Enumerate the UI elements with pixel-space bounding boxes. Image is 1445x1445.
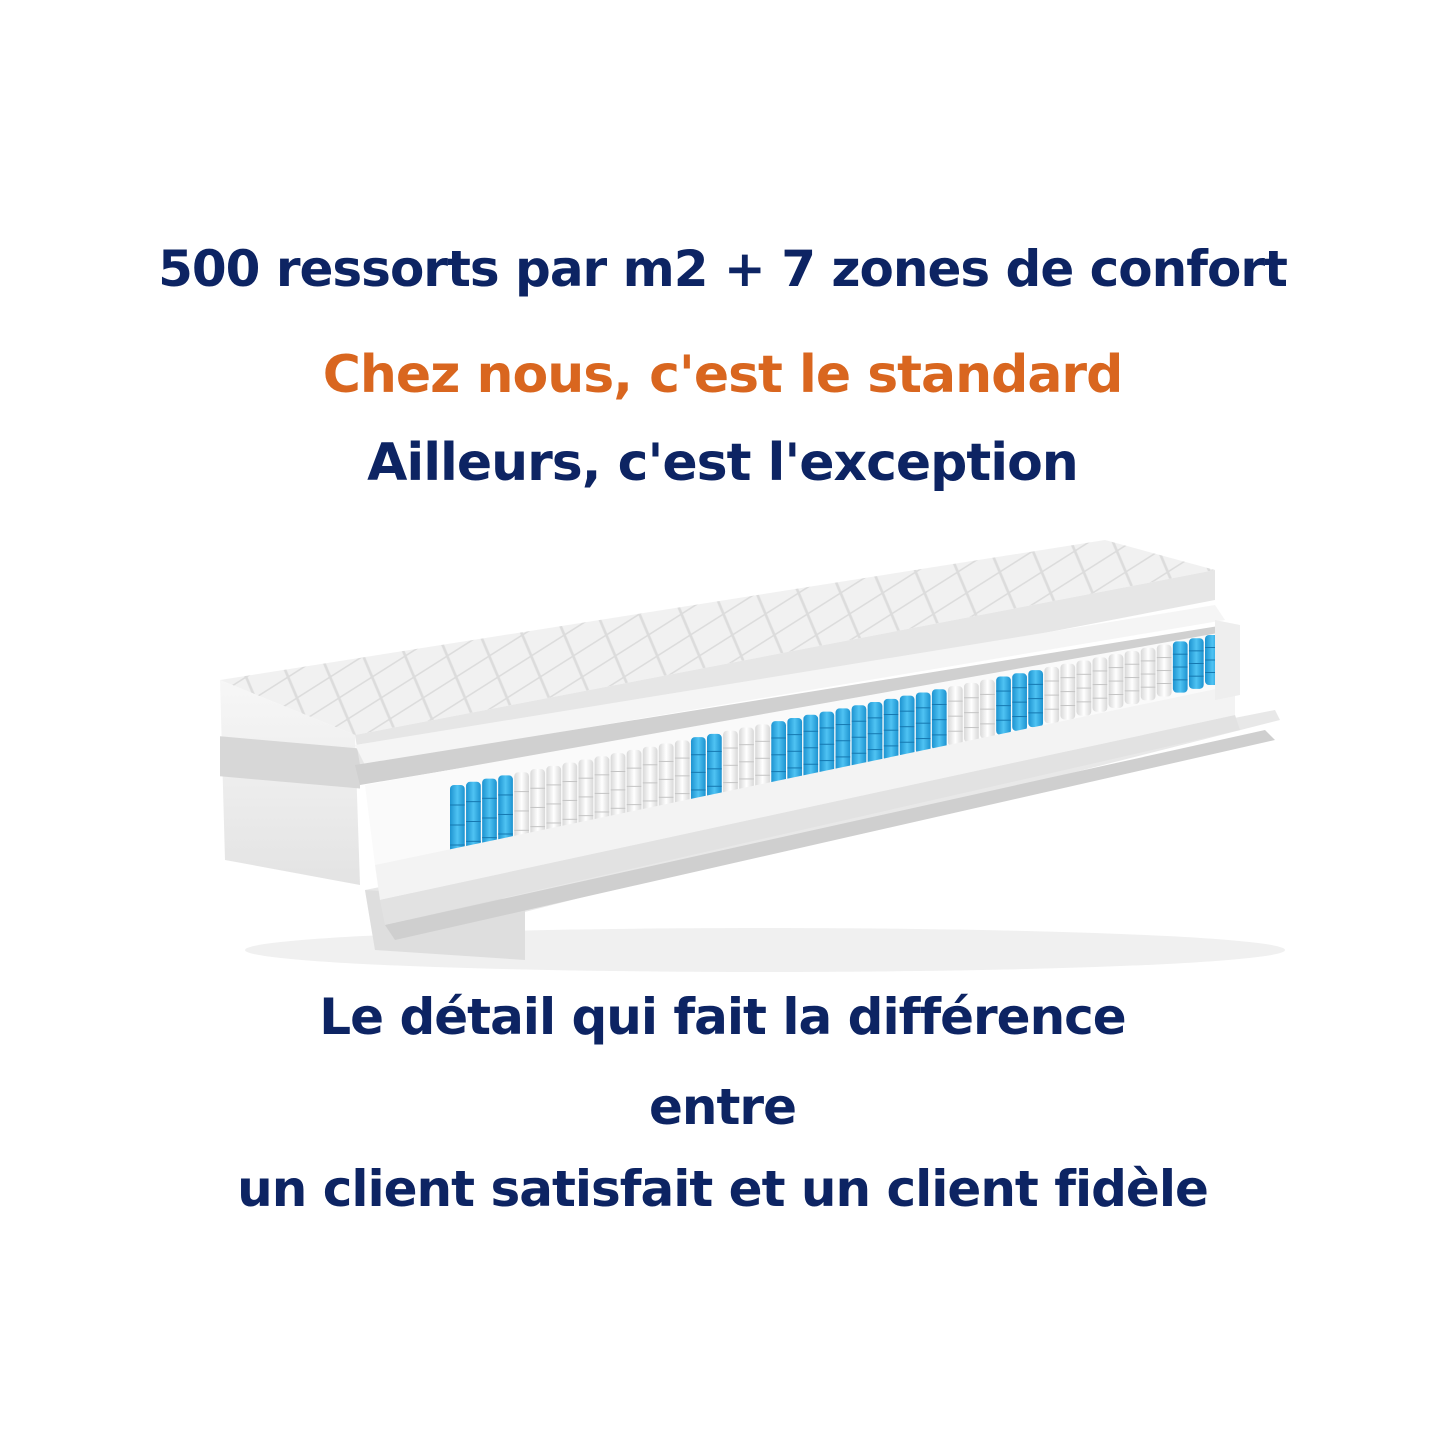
contrast-text: Ailleurs, c'est l'exception: [367, 433, 1079, 493]
headline: 500 ressorts par m2 + 7 zones de confort: [158, 240, 1288, 298]
tagline-line-3: un client satisfait et un client fidèle: [237, 1160, 1209, 1218]
tagline-line-1: Le détail qui fait la différence: [319, 988, 1126, 1046]
mattress-illustration: [220, 540, 1285, 972]
highlight-text: Chez nous, c'est le standard: [322, 345, 1124, 405]
pocket-springs: [450, 635, 1220, 865]
tagline-line-2: entre: [649, 1078, 797, 1136]
